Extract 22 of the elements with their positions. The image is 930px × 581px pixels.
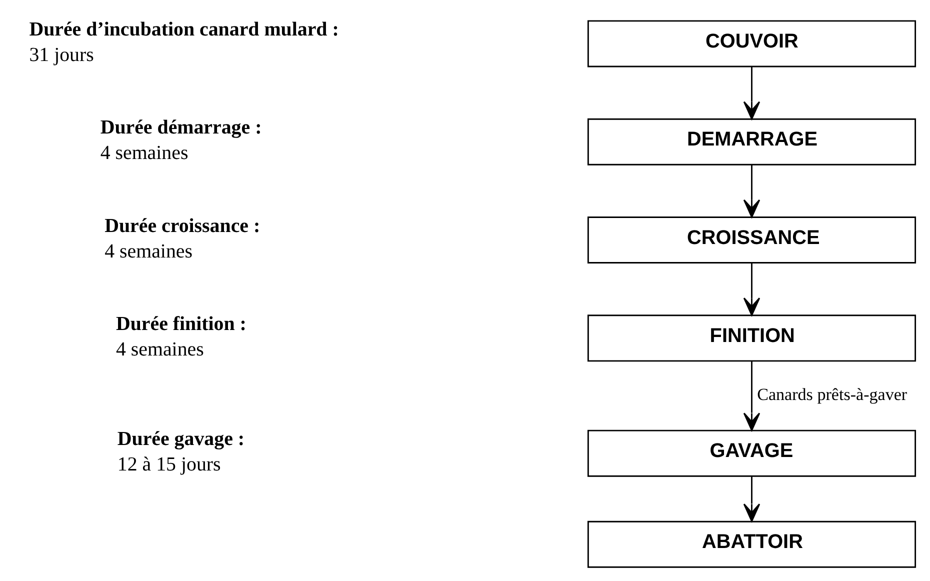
- arrow: [742, 361, 760, 432]
- node-label: 4 semaines: [115, 338, 204, 360]
- node-label: Durée d’incubation canard mulard :: [28, 18, 338, 40]
- arrow: [742, 263, 760, 316]
- node-box: GAVAGE: [586, 430, 916, 477]
- edge-label: Canards prêts-à-gaver: [756, 385, 907, 404]
- node-box: FINITION: [586, 314, 916, 362]
- arrow: [742, 66, 760, 120]
- node-box: COUVOIR: [586, 20, 916, 68]
- node-label: 12 à 15 jours: [116, 454, 220, 476]
- node-box: DEMARRAGE: [586, 118, 916, 166]
- arrow: [742, 476, 760, 522]
- node-label: Durée gavage :: [116, 428, 244, 450]
- node-label: 4 semaines: [104, 240, 192, 262]
- node-label: Durée croissance :: [104, 214, 260, 237]
- node-label: Durée finition :: [115, 312, 246, 335]
- node-label: 31 jours: [28, 44, 94, 66]
- node-label: Durée démarrage :: [100, 116, 262, 139]
- node-box: ABATTOIR: [586, 520, 916, 568]
- node-box: CROISSANCE: [586, 216, 916, 264]
- node-label: 4 semaines: [100, 142, 188, 164]
- arrow: [742, 164, 760, 218]
